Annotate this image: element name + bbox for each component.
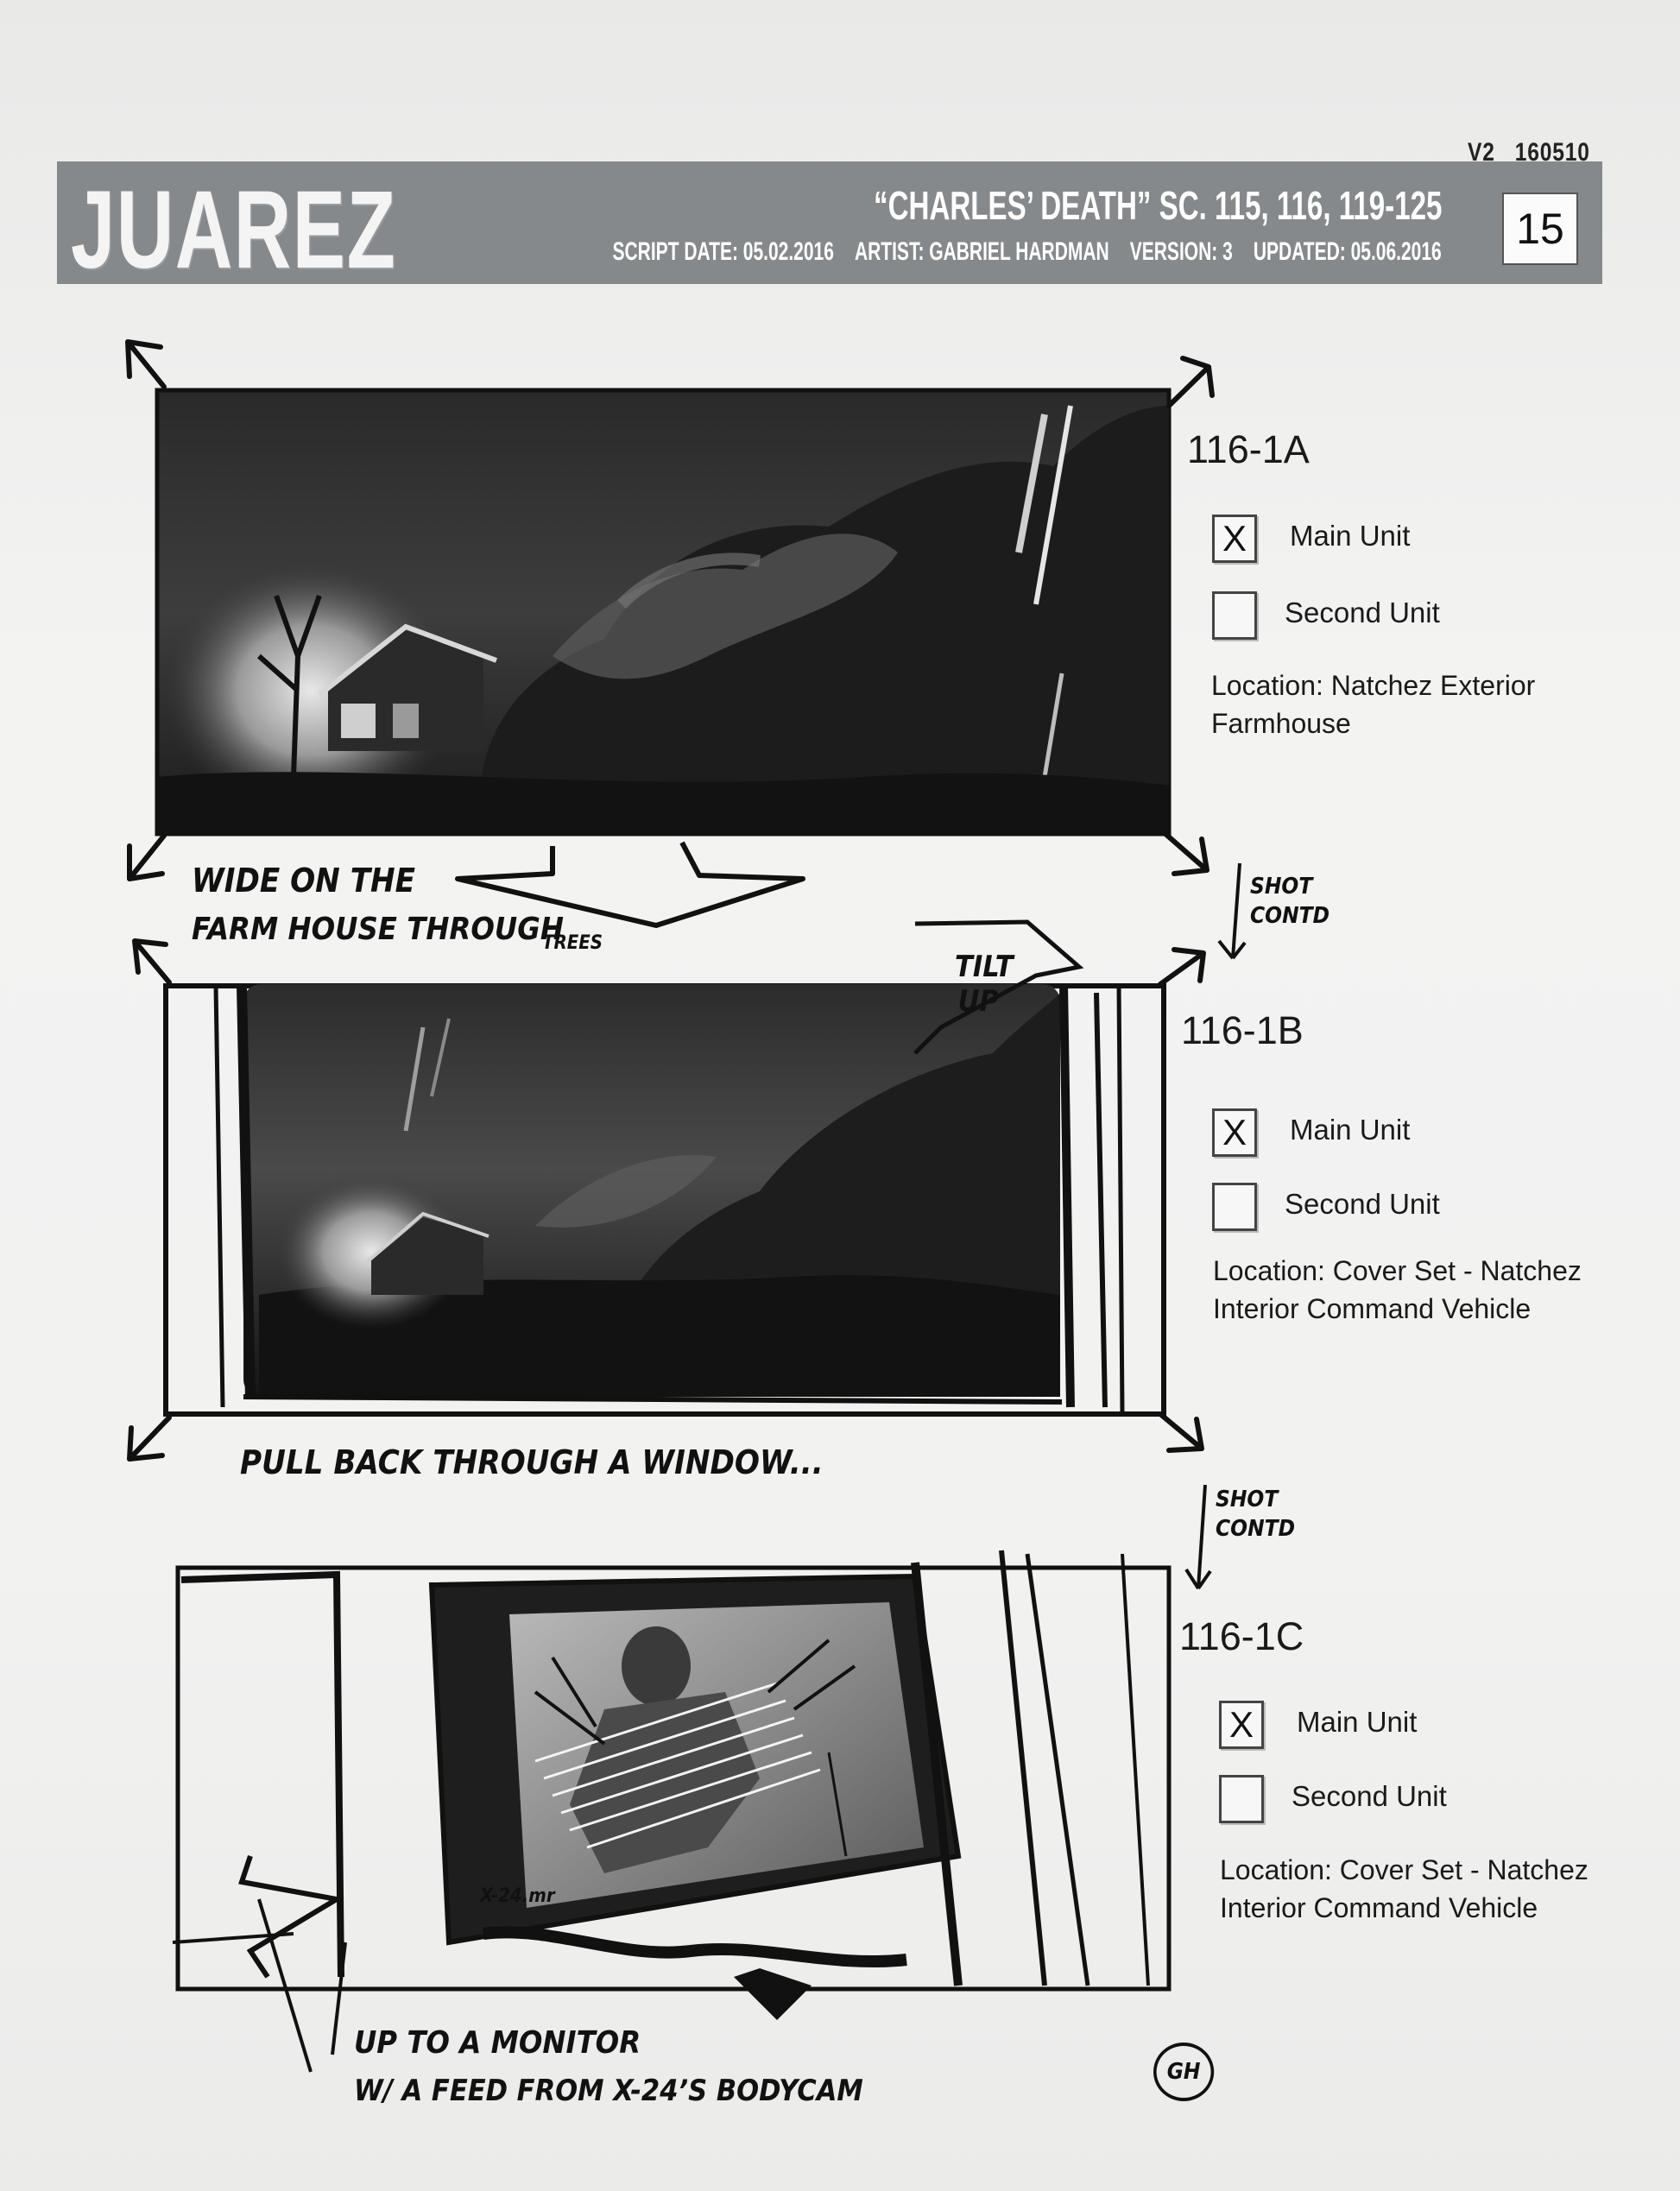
main-unit-checkbox-3[interactable]: X [1219,1701,1264,1749]
location-3-line-2: Interior Command Vehicle [1220,1892,1538,1923]
second-unit-label-2: Second Unit [1285,1188,1440,1220]
location-3-line-1: Location: Cover Set - Natchez [1220,1854,1588,1885]
tilt-up-note: TILT UP [955,950,1014,1019]
continuity-arrow-2 [1184,1484,1212,1590]
panel-116-1b-frame [163,983,1166,1417]
transition-arrow-up [238,1855,344,1979]
second-unit-checkbox-1[interactable] [1212,591,1257,640]
script-metadata: SCRIPT DATE: 05.02.2016 ARTIST: GABRIEL … [597,237,1442,267]
artist-credit: ARTIST: GABRIEL HARDMAN [855,237,1110,266]
updated-date: UPDATED: 05.06.2016 [1254,237,1442,266]
location-2: Location: Cover Set - Natchez Interior C… [1213,1252,1582,1328]
continuity-1-line-1: SHOT [1250,874,1313,900]
note-3-line-1: UP TO A MONITOR [354,2025,641,2061]
continuity-2-line-1: SHOT [1216,1487,1279,1512]
tilt-up-line-2: UP [957,984,999,1019]
second-unit-label-3: Second Unit [1292,1780,1447,1812]
note-1-line-3: TREES [542,932,603,954]
note-2-line-1: PULL BACK THROUGH A WINDOW... [240,1443,824,1481]
second-unit-checkbox-2[interactable] [1212,1183,1257,1231]
continuity-arrow-1 [1217,862,1247,960]
location-1: Location: Natchez Exterior Farmhouse [1211,666,1535,742]
note-3-line-2: W/ A FEED FROM X-24’S BODYCAM [354,2074,863,2108]
artist-signature: GH [1153,2043,1215,2101]
location-1-line-2: Farmhouse [1211,708,1351,739]
header-bar: JUAREZ “CHARLES’ DEATH” SC. 115, 116, 11… [57,161,1602,292]
frame-expand-arrows-2 [127,938,1206,1462]
version-label: VERSION: 3 [1130,237,1234,266]
tilt-up-line-1: TILT [955,950,1014,984]
continuity-note-1: SHOT CONTD [1250,872,1329,931]
tilt-up-arrow [913,919,1084,1055]
main-unit-label-3: Main Unit [1297,1706,1418,1738]
monitor-caption: X-24.mr [480,1885,555,1907]
panel-116-1c-frame [172,1550,1172,2020]
script-date: SCRIPT DATE: 05.02.2016 [612,237,835,266]
location-3: Location: Cover Set - Natchez Interior C… [1220,1851,1588,1927]
page-number: 15 [1502,193,1578,265]
note-1-line-1: WIDE ON THE [192,862,416,900]
shot-label-116-1c: 116-1C [1179,1614,1304,1658]
juarez-logo: JUAREZ [71,168,397,292]
continuity-2-line-2: CONTD [1216,1516,1296,1542]
location-2-line-1: Location: Cover Set - Natchez [1213,1255,1582,1286]
panel-116-1a-frame [155,388,1172,837]
transition-arrow-down [455,841,805,928]
location-1-line-1: Location: Natchez Exterior [1211,670,1536,701]
location-2-line-2: Interior Command Vehicle [1213,1293,1532,1324]
main-unit-checkbox-2[interactable]: X [1212,1108,1257,1157]
second-unit-checkbox-3[interactable] [1219,1775,1264,1823]
continuity-note-2: SHOT CONTD [1216,1485,1295,1544]
note-1-line-2: FARM HOUSE THROUGH [192,912,564,947]
main-unit-label-2: Main Unit [1290,1114,1411,1146]
frame-expand-arrows-1 [125,339,1215,881]
continuity-1-line-2: CONTD [1250,903,1330,929]
main-unit-label-1: Main Unit [1290,520,1411,552]
shot-label-116-1a: 116-1A [1187,427,1310,471]
shot-label-116-1b: 116-1B [1181,1008,1304,1052]
second-unit-label-1: Second Unit [1285,597,1440,628]
main-unit-checkbox-1[interactable]: X [1212,515,1257,563]
scene-title: “CHARLES’ DEATH” SC. 115, 116, 119-125 [873,183,1442,228]
